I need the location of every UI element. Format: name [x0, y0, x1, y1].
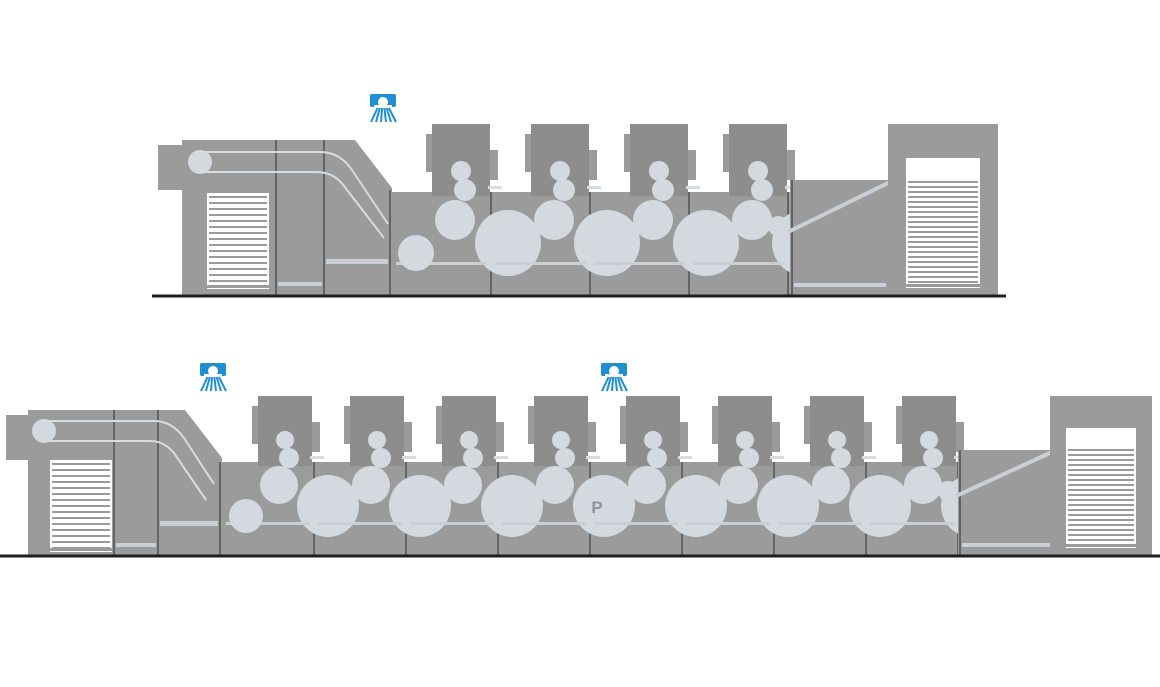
- inline-sensor-icon: [200, 363, 227, 392]
- printing-units-lower: [222, 396, 1003, 556]
- printing-unit: [318, 396, 451, 556]
- delivery-upper: [787, 124, 998, 296]
- printing-unit: [594, 124, 739, 296]
- feeder-lower: [6, 410, 222, 556]
- delivery-stack-lower: [1064, 449, 1138, 547]
- delivery-stack-upper: [904, 181, 982, 287]
- printing-unit: [410, 396, 543, 556]
- printing-unit: [594, 396, 727, 556]
- perfecting-unit-label: P: [591, 498, 602, 517]
- inline-sensor-icon: [601, 363, 628, 392]
- sensor-icons: [200, 94, 628, 392]
- printing-unit: [495, 124, 640, 296]
- printing-unit: [778, 396, 911, 556]
- sheet-stack-lower: [48, 463, 114, 551]
- press-upper: [152, 124, 1006, 298]
- printing-unit: [396, 124, 541, 296]
- printing-units-upper: [392, 124, 838, 296]
- printing-unit: [502, 396, 635, 556]
- press-lower: [0, 396, 1160, 558]
- feeder-upper: [158, 140, 392, 296]
- delivery-lower: [955, 396, 1152, 556]
- sheet-stack-upper: [205, 196, 271, 288]
- inline-sensor-icon: [370, 94, 397, 123]
- printing-unit: [226, 396, 359, 556]
- printing-unit: [686, 396, 819, 556]
